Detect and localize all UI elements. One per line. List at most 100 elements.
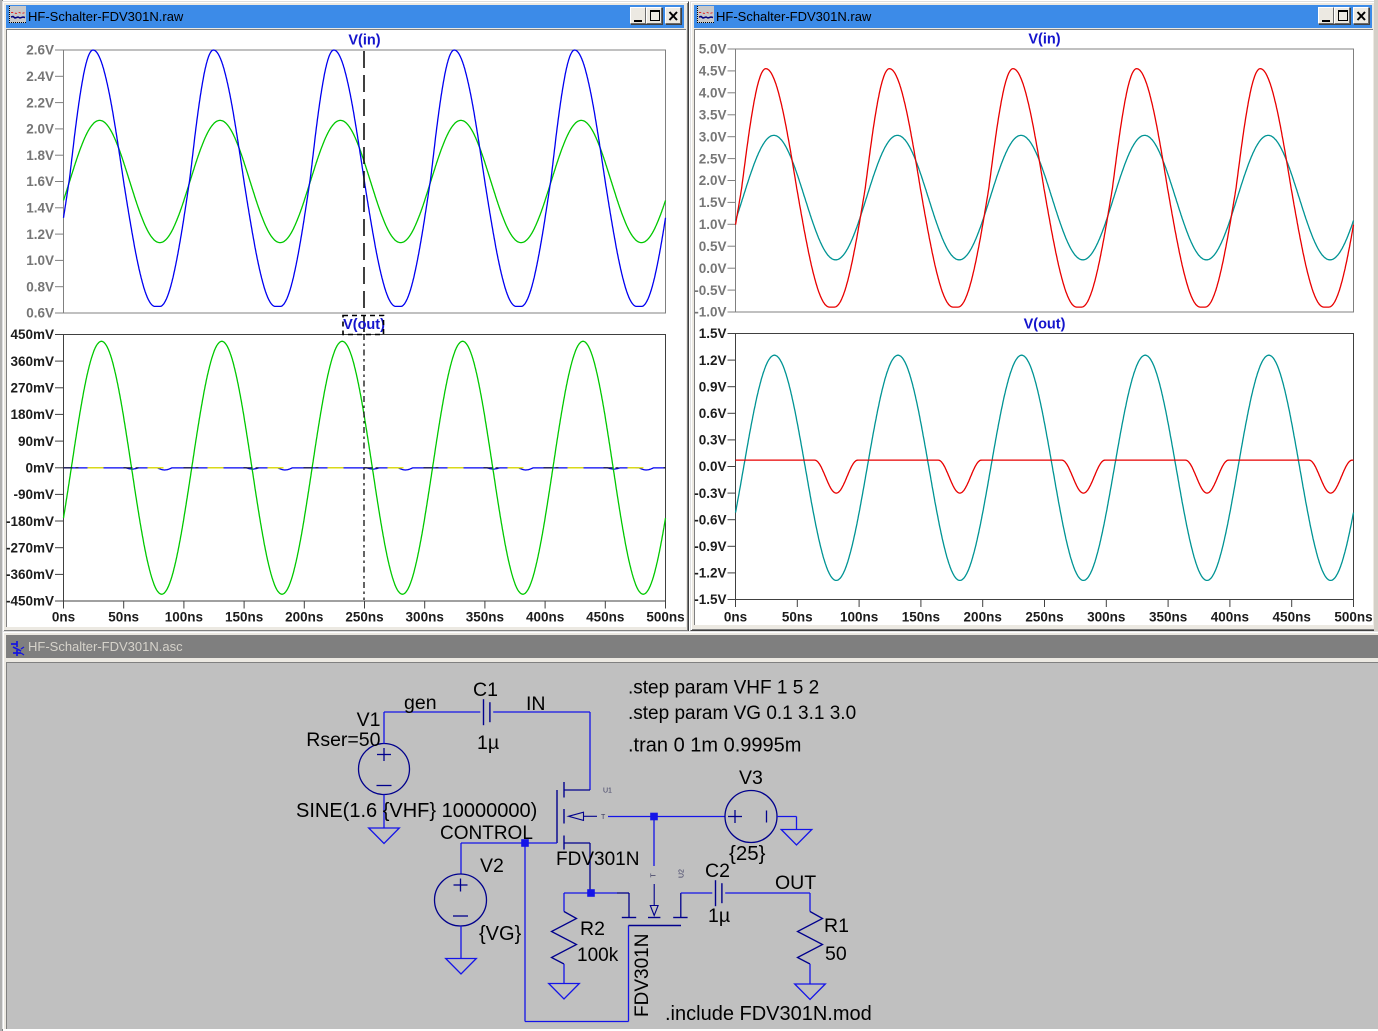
svg-text:R1: R1 xyxy=(824,915,849,937)
svg-text:V(out): V(out) xyxy=(343,317,385,333)
svg-text:-1.0V: -1.0V xyxy=(694,305,726,320)
svg-text:2.0V: 2.0V xyxy=(26,122,54,137)
svg-text:200ns: 200ns xyxy=(964,610,1002,625)
svg-text:-0.9V: -0.9V xyxy=(694,539,726,554)
svg-text:250ns: 250ns xyxy=(1025,610,1063,625)
svg-text:4.5V: 4.5V xyxy=(699,64,727,79)
svg-text:2.2V: 2.2V xyxy=(26,95,54,110)
svg-text:350ns: 350ns xyxy=(1149,610,1187,625)
svg-text:1.6V: 1.6V xyxy=(26,174,54,189)
svg-text:50ns: 50ns xyxy=(108,610,139,625)
svg-text:CONTROL: CONTROL xyxy=(440,823,533,844)
svg-text:100k: 100k xyxy=(577,945,619,966)
svg-text:R2: R2 xyxy=(580,918,605,940)
svg-text:200ns: 200ns xyxy=(285,610,323,625)
svg-text:Rser=50: Rser=50 xyxy=(306,729,380,751)
svg-text:FDV301N: FDV301N xyxy=(632,934,653,1017)
svg-text:50ns: 50ns xyxy=(782,610,813,625)
svg-text:0mV: 0mV xyxy=(25,460,54,475)
svg-text:450ns: 450ns xyxy=(586,610,624,625)
svg-text:-90mV: -90mV xyxy=(13,487,54,502)
svg-text:1µ: 1µ xyxy=(708,905,730,927)
svg-text:400ns: 400ns xyxy=(526,610,564,625)
svg-text:450mV: 450mV xyxy=(10,327,54,342)
svg-text:V3: V3 xyxy=(739,767,763,789)
svg-text:.step param VHF 1 5 2: .step param VHF 1 5 2 xyxy=(628,678,819,699)
svg-text:1.0V: 1.0V xyxy=(26,253,54,268)
svg-text:SINE(1.6 {VHF} 10000000): SINE(1.6 {VHF} 10000000) xyxy=(296,800,537,822)
svg-text:0.0V: 0.0V xyxy=(699,459,727,474)
svg-text:1.0V: 1.0V xyxy=(699,217,727,232)
svg-text:V1: V1 xyxy=(357,709,381,731)
svg-text:.include FDV301N.mod: .include FDV301N.mod xyxy=(665,1003,872,1025)
svg-text:2.6V: 2.6V xyxy=(26,43,54,58)
svg-text:0.6V: 0.6V xyxy=(699,406,727,421)
svg-text:U1: U1 xyxy=(603,788,612,795)
svg-text:1.8V: 1.8V xyxy=(26,148,54,163)
svg-text:gen: gen xyxy=(404,692,437,714)
svg-text:500ns: 500ns xyxy=(1334,610,1372,625)
svg-text:0.3V: 0.3V xyxy=(699,433,727,448)
svg-text:-1.2V: -1.2V xyxy=(694,566,726,581)
svg-text:300ns: 300ns xyxy=(1087,610,1125,625)
svg-text:3.0V: 3.0V xyxy=(699,129,727,144)
svg-text:0ns: 0ns xyxy=(724,610,747,625)
svg-text:500ns: 500ns xyxy=(646,610,684,625)
svg-text:U2: U2 xyxy=(679,869,686,878)
svg-text:0.6V: 0.6V xyxy=(26,306,54,321)
svg-text:1µ: 1µ xyxy=(477,732,499,754)
svg-text:100ns: 100ns xyxy=(165,610,203,625)
svg-text:-450mV: -450mV xyxy=(6,594,54,609)
svg-text:V(in): V(in) xyxy=(348,33,380,49)
svg-text:0.9V: 0.9V xyxy=(699,379,727,394)
svg-text:-0.6V: -0.6V xyxy=(694,512,726,527)
svg-text:4.0V: 4.0V xyxy=(699,86,727,101)
svg-text:V(in): V(in) xyxy=(1028,32,1060,48)
svg-text:1.5V: 1.5V xyxy=(699,326,727,341)
svg-text:3.5V: 3.5V xyxy=(699,108,727,123)
svg-text:400ns: 400ns xyxy=(1211,610,1249,625)
svg-text:-360mV: -360mV xyxy=(6,567,54,582)
svg-text:1.2V: 1.2V xyxy=(26,227,54,242)
svg-text:{VG}: {VG} xyxy=(479,923,522,945)
svg-text:FDV301N: FDV301N xyxy=(556,849,639,870)
svg-text:180mV: 180mV xyxy=(10,407,54,422)
svg-text:1.2V: 1.2V xyxy=(699,353,727,368)
svg-text:1.4V: 1.4V xyxy=(26,201,54,216)
svg-text:0.8V: 0.8V xyxy=(26,279,54,294)
svg-text:0.5V: 0.5V xyxy=(699,239,727,254)
svg-text:T: T xyxy=(651,873,658,878)
svg-text:.tran 0 1m 0.9995m: .tran 0 1m 0.9995m xyxy=(628,735,801,757)
svg-text:2.0V: 2.0V xyxy=(699,173,727,188)
svg-text:-1.5V: -1.5V xyxy=(694,592,726,607)
svg-text:V(out): V(out) xyxy=(1024,317,1066,333)
svg-text:5.0V: 5.0V xyxy=(699,42,727,57)
svg-text:250ns: 250ns xyxy=(345,610,383,625)
svg-text:-0.3V: -0.3V xyxy=(694,486,726,501)
svg-text:360mV: 360mV xyxy=(10,354,54,369)
svg-text:-0.5V: -0.5V xyxy=(694,283,726,298)
svg-text:-270mV: -270mV xyxy=(6,540,54,555)
svg-text:50: 50 xyxy=(825,943,847,965)
svg-text:-180mV: -180mV xyxy=(6,514,54,529)
svg-text:.step param VG 0.1 3.1 3.0: .step param VG 0.1 3.1 3.0 xyxy=(628,703,856,724)
svg-text:V2: V2 xyxy=(480,855,504,877)
svg-text:C1: C1 xyxy=(473,679,498,701)
svg-text:350ns: 350ns xyxy=(466,610,504,625)
svg-text:{25}: {25} xyxy=(729,842,766,865)
svg-text:T: T xyxy=(601,814,606,821)
svg-text:150ns: 150ns xyxy=(225,610,263,625)
svg-text:0ns: 0ns xyxy=(52,610,75,625)
svg-text:150ns: 150ns xyxy=(902,610,940,625)
svg-text:2.4V: 2.4V xyxy=(26,69,54,84)
svg-text:C2: C2 xyxy=(705,860,730,882)
svg-text:OUT: OUT xyxy=(775,872,816,894)
svg-text:2.5V: 2.5V xyxy=(699,151,727,166)
svg-text:1.5V: 1.5V xyxy=(699,195,727,210)
svg-text:450ns: 450ns xyxy=(1273,610,1311,625)
svg-text:IN: IN xyxy=(526,693,546,715)
svg-text:0.0V: 0.0V xyxy=(699,261,727,276)
svg-text:300ns: 300ns xyxy=(406,610,444,625)
svg-text:90mV: 90mV xyxy=(18,434,54,449)
svg-text:100ns: 100ns xyxy=(840,610,878,625)
